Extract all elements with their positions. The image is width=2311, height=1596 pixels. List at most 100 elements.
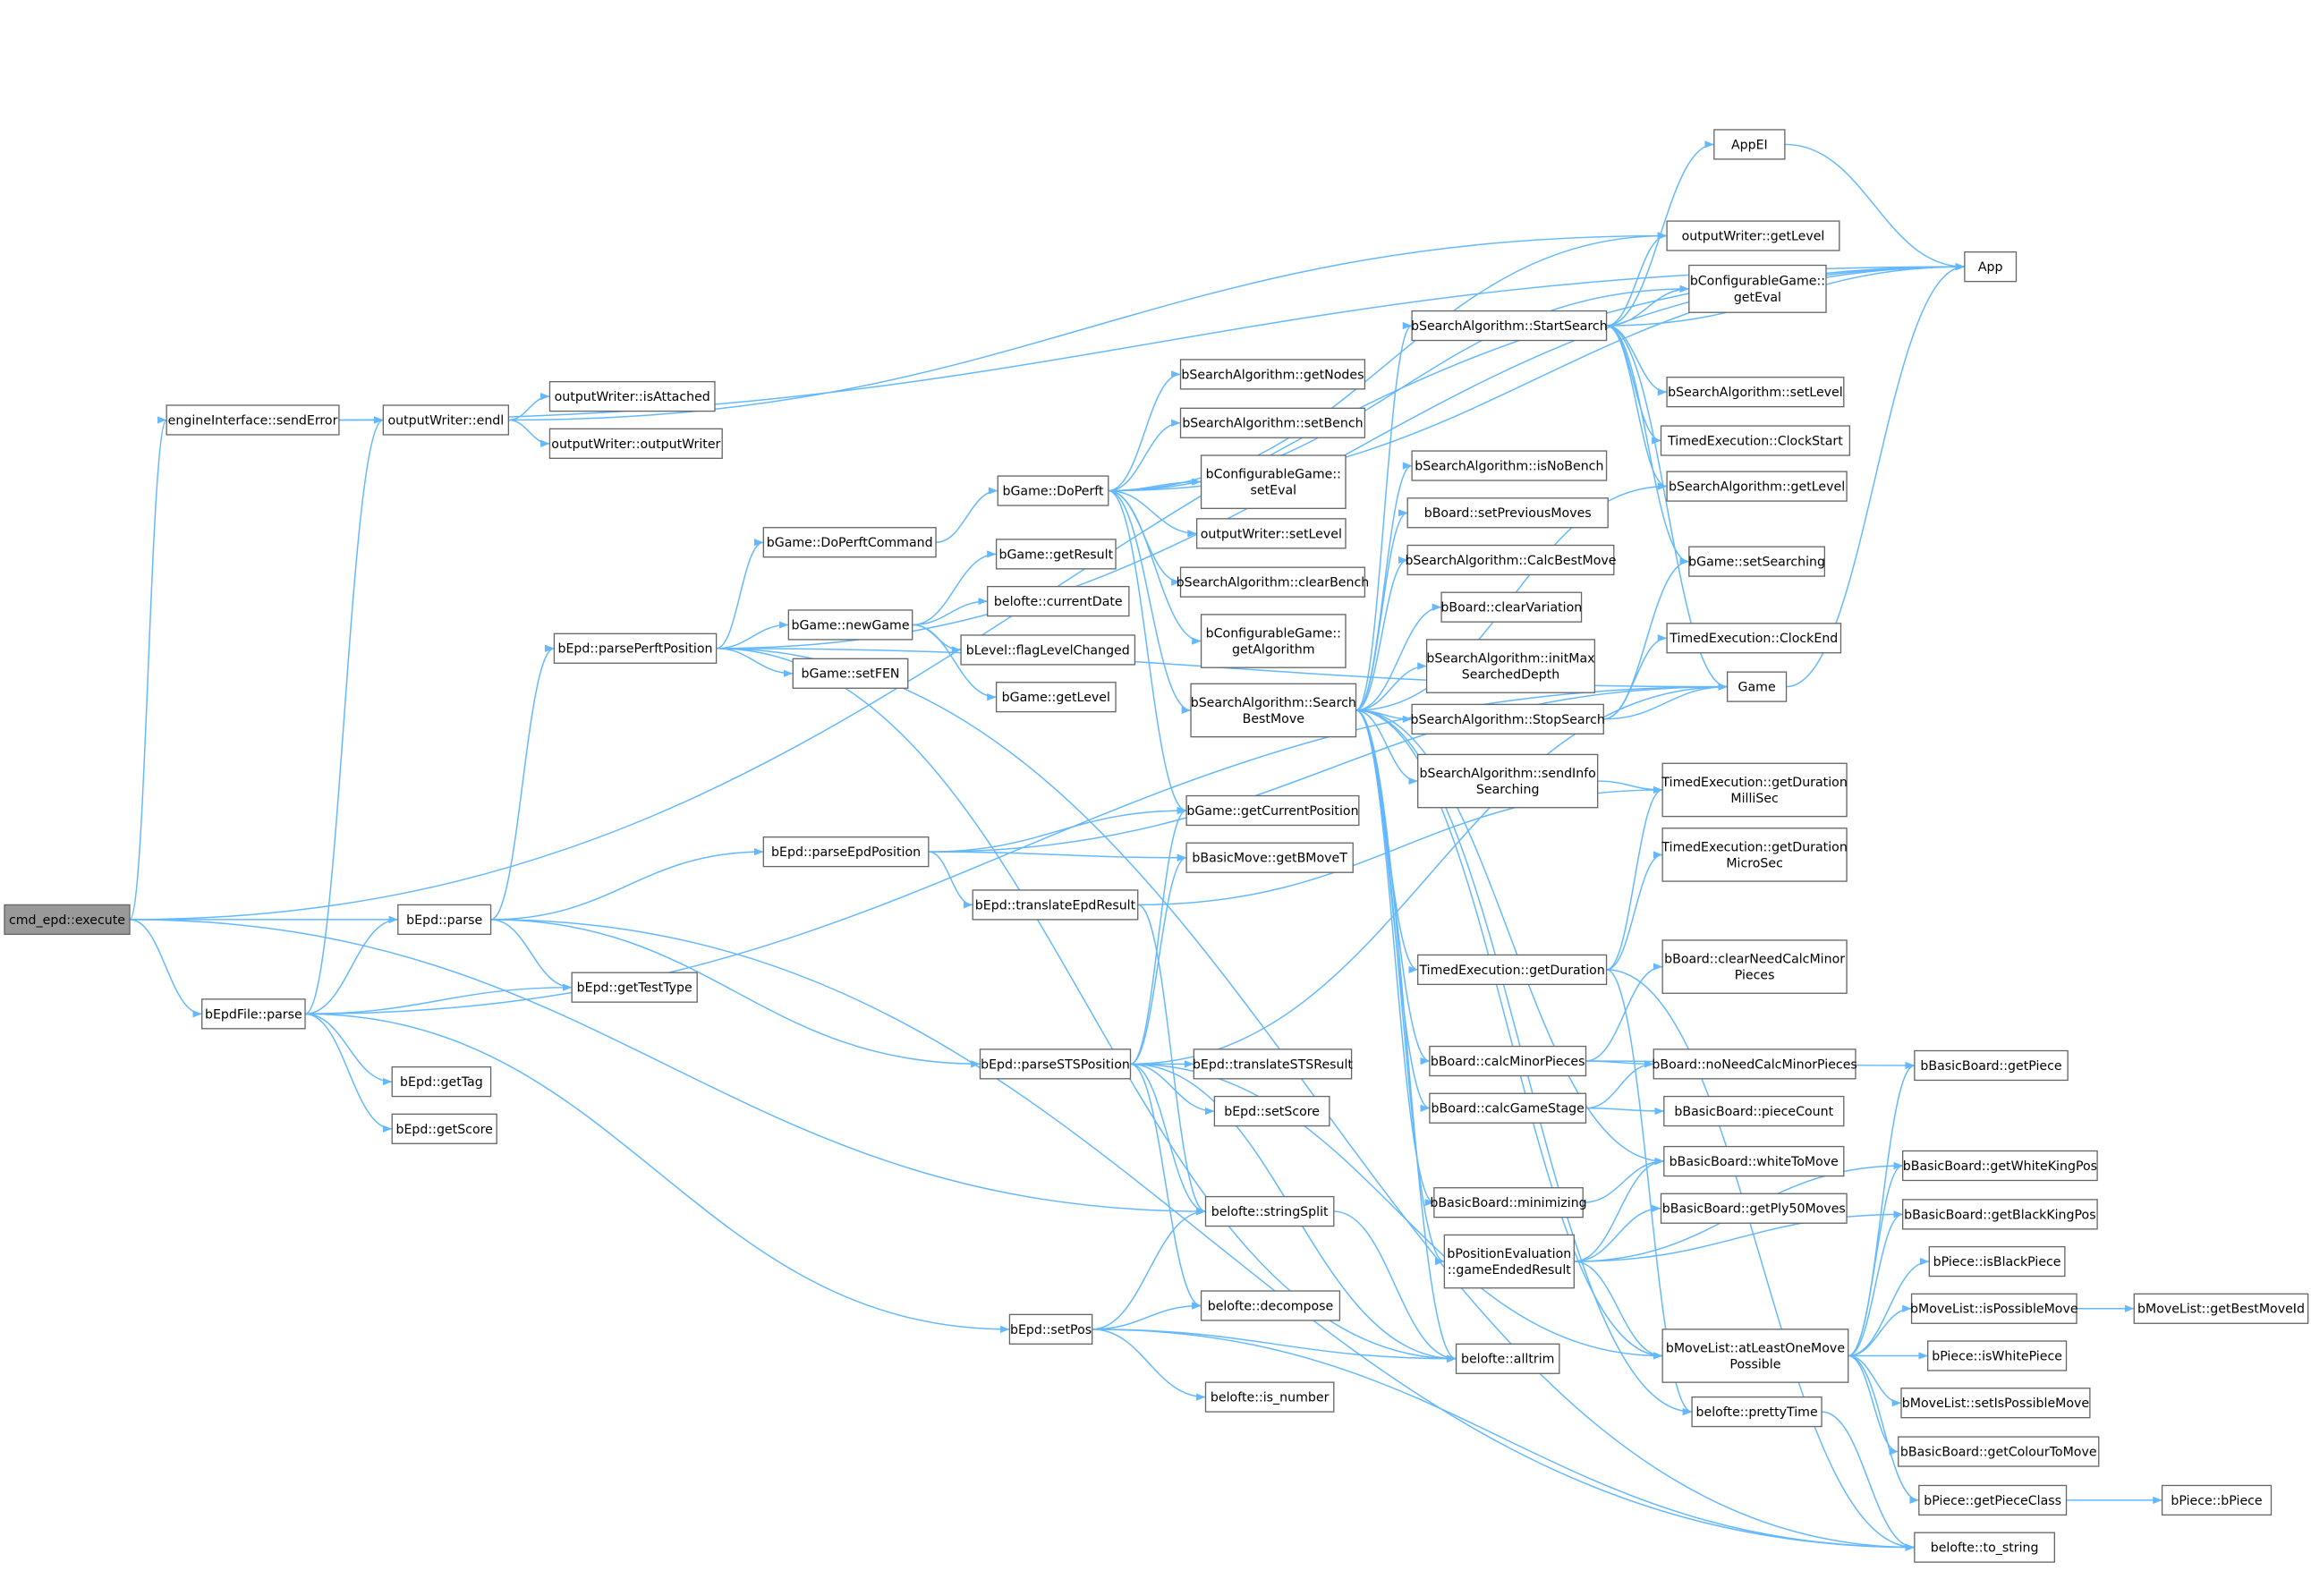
- function-node-set-score[interactable]: bEpd::setScore: [1213, 1095, 1330, 1127]
- function-node-piece-class[interactable]: bPiece::getPieceClass: [1918, 1484, 2068, 1516]
- function-node-is-attached[interactable]: outputWriter::isAttached: [548, 380, 716, 412]
- function-node-get-nodes[interactable]: bSearchAlgorithm::getNodes: [1179, 359, 1366, 390]
- call-edge-perft-pos-to-new-game: [716, 621, 789, 649]
- function-node-calc-stage[interactable]: bBoard::calcGameStage: [1429, 1092, 1587, 1124]
- function-node-set-searching[interactable]: bGame::setSearching: [1688, 546, 1826, 577]
- function-node-set-pos[interactable]: bEpd::setPos: [1008, 1313, 1093, 1345]
- function-node-clock-start[interactable]: TimedExecution::ClockStart: [1660, 425, 1851, 456]
- node-label: bBasicBoard::getPiece: [1920, 1059, 2061, 1074]
- function-node-white-king[interactable]: bBasicBoard::getWhiteKingPos: [1902, 1150, 2098, 1182]
- function-node-alltrim[interactable]: belofte::alltrim: [1455, 1343, 1560, 1374]
- call-edge-at-least-one-to-is-black: [1848, 1257, 1930, 1357]
- node-label: bSearchAlgorithm::getLevel: [1669, 480, 1845, 495]
- function-node-is-black[interactable]: bPiece::isBlackPiece: [1928, 1245, 2066, 1278]
- function-node-sa-get-level[interactable]: bSearchAlgorithm::getLevel: [1666, 471, 1848, 502]
- function-node-is-number[interactable]: belofte::is_number: [1204, 1381, 1335, 1413]
- node-label: bEpd::getScore: [396, 1123, 493, 1137]
- node-box: [1200, 1290, 1341, 1321]
- call-edge-do-perft-to-get-nodes: [1108, 370, 1181, 492]
- function-node-trans-epd[interactable]: bEpd::translateEpdResult: [972, 889, 1139, 921]
- node-label: TimedExecution::ClockStart: [1667, 434, 1843, 448]
- function-node-pretty-time[interactable]: belofte::prettyTime: [1691, 1396, 1822, 1428]
- function-node-cur-pos[interactable]: bGame::getCurrentPosition: [1185, 794, 1360, 827]
- function-node-b-piece[interactable]: bPiece::bPiece: [2161, 1484, 2273, 1516]
- function-node-game-ended[interactable]: bPositionEvaluation::gameEndedResult: [1443, 1234, 1575, 1289]
- function-node-game[interactable]: Game: [1726, 671, 1788, 702]
- node-box: [762, 527, 937, 558]
- function-node-current-date[interactable]: belofte::currentDate: [987, 585, 1130, 617]
- function-node-calc-minor[interactable]: bBoard::calcMinorPieces: [1429, 1045, 1587, 1077]
- function-node-colour-to-move[interactable]: bBasicBoard::getColourToMove: [1898, 1436, 2100, 1467]
- node-box: [1914, 1532, 2055, 1563]
- function-node-calc-best[interactable]: bSearchAlgorithm::CalcBestMove: [1405, 544, 1617, 576]
- function-node-ow-ctor[interactable]: outputWriter::outputWriter: [548, 428, 723, 459]
- function-node-epd-parse[interactable]: bEpd::parse: [397, 904, 492, 936]
- function-node-flag-level[interactable]: bLevel::flagLevelChanged: [960, 634, 1136, 666]
- function-node-get-bmove-t[interactable]: bBasicMove::getBMoveT: [1185, 842, 1354, 873]
- function-node-epd-pos[interactable]: bEpd::parseEpdPosition: [762, 836, 930, 868]
- function-node-set-prev-moves[interactable]: bBoard::setPreviousMoves: [1406, 497, 1609, 529]
- function-node-white-to-move[interactable]: bBasicBoard::whiteToMove: [1663, 1145, 1845, 1177]
- function-node-sts-pos[interactable]: bEpd::parseSTSPosition: [979, 1048, 1132, 1080]
- function-node-ply50[interactable]: bBasicBoard::getPly50Moves: [1660, 1193, 1848, 1224]
- function-node-endl[interactable]: outputWriter::endl: [382, 404, 510, 436]
- function-node-get-algorithm[interactable]: bConfigurableGame::getAlgorithm: [1200, 614, 1347, 668]
- node-box: [391, 1113, 497, 1144]
- function-node-no-need[interactable]: bBoard::noNeedCalcMinorPieces: [1652, 1048, 1857, 1080]
- node-box: [1928, 1245, 2066, 1278]
- function-node-string-split[interactable]: belofte::stringSplit: [1204, 1195, 1335, 1227]
- function-node-clear-var[interactable]: bBoard::clearVariation: [1440, 591, 1582, 623]
- function-node-get-score[interactable]: bEpd::getScore: [391, 1113, 497, 1144]
- function-node-ow-set-level[interactable]: outputWriter::setLevel: [1195, 518, 1347, 549]
- function-node-get-duration[interactable]: TimedExecution::getDuration: [1417, 954, 1608, 986]
- function-node-is-no-bench[interactable]: bSearchAlgorithm::isNoBench: [1411, 450, 1608, 481]
- function-node-get-tag[interactable]: bEpd::getTag: [391, 1065, 492, 1098]
- function-node-execute[interactable]: cmd_epd::execute: [4, 904, 131, 936]
- node-box: [1688, 546, 1826, 577]
- function-node-best-move-id[interactable]: bMoveList::getBestMoveId: [2133, 1293, 2309, 1324]
- function-node-app[interactable]: App: [1964, 251, 2018, 283]
- node-box: [1179, 566, 1366, 598]
- function-node-perft-pos[interactable]: bEpd::parsePerftPosition: [553, 632, 718, 664]
- function-node-clear-bench[interactable]: bSearchAlgorithm::clearBench: [1177, 566, 1370, 598]
- call-edge-search-best-to-calc-best: [1355, 556, 1408, 711]
- function-node-sa-set-level[interactable]: bSearchAlgorithm::setLevel: [1666, 377, 1845, 408]
- function-node-get-eval[interactable]: bConfigurableGame::getEval: [1688, 264, 1827, 313]
- function-node-file-parse[interactable]: bEpdFile::parse: [201, 998, 306, 1030]
- node-label: TimedExecution::ClockEnd: [1669, 632, 1838, 646]
- function-node-black-king[interactable]: bBasicBoard::getBlackKingPos: [1902, 1199, 2098, 1230]
- function-node-ow-get-level[interactable]: outputWriter::getLevel: [1666, 220, 1840, 251]
- function-node-get-piece[interactable]: bBasicBoard::getPiece: [1914, 1049, 2069, 1082]
- function-node-decompose[interactable]: belofte::decompose: [1200, 1290, 1341, 1321]
- call-edge-minimizing-to-white-to-move: [1583, 1157, 1664, 1203]
- function-node-get-test-type[interactable]: bEpd::getTestType: [571, 972, 698, 1003]
- function-node-minimizing[interactable]: bBasicBoard::minimizing: [1430, 1187, 1587, 1218]
- function-node-clock-end[interactable]: TimedExecution::ClockEnd: [1666, 623, 1842, 654]
- function-node-do-perft[interactable]: bGame::DoPerft: [997, 475, 1109, 506]
- call-edge-search-best-to-clear-var: [1355, 603, 1442, 711]
- function-node-do-perft-cmd[interactable]: bGame::DoPerftCommand: [762, 527, 937, 558]
- function-node-set-bench[interactable]: bSearchAlgorithm::setBench: [1179, 407, 1366, 438]
- function-node-get-result[interactable]: bGame::getResult: [995, 539, 1117, 570]
- function-node-set-fen[interactable]: bGame::setFEN: [792, 658, 909, 689]
- function-node-game-get-level[interactable]: bGame::getLevel: [995, 682, 1117, 713]
- function-node-stop-search[interactable]: bSearchAlgorithm::StopSearch: [1411, 703, 1605, 735]
- function-node-new-game[interactable]: bGame::newGame: [787, 609, 913, 641]
- function-node-trans-sts[interactable]: bEpd::translateSTSResult: [1193, 1048, 1354, 1080]
- function-node-is-possible[interactable]: bMoveList::isPossibleMove: [1910, 1293, 2078, 1324]
- function-node-set-eval[interactable]: bConfigurableGame::setEval: [1200, 454, 1347, 509]
- function-node-app-ei[interactable]: AppEI: [1713, 129, 1786, 160]
- function-node-send-error[interactable]: engineInterface::sendError: [166, 404, 340, 436]
- function-node-start-search[interactable]: bSearchAlgorithm::StartSearch: [1411, 310, 1608, 342]
- function-node-set-is-possible[interactable]: bMoveList::setIsPossibleMove: [1900, 1388, 2091, 1419]
- function-node-to-string[interactable]: belofte::to_string: [1914, 1532, 2055, 1563]
- function-node-piece-count[interactable]: bBasicBoard::pieceCount: [1663, 1095, 1845, 1127]
- function-node-is-white[interactable]: bPiece::isWhitePiece: [1927, 1340, 2068, 1371]
